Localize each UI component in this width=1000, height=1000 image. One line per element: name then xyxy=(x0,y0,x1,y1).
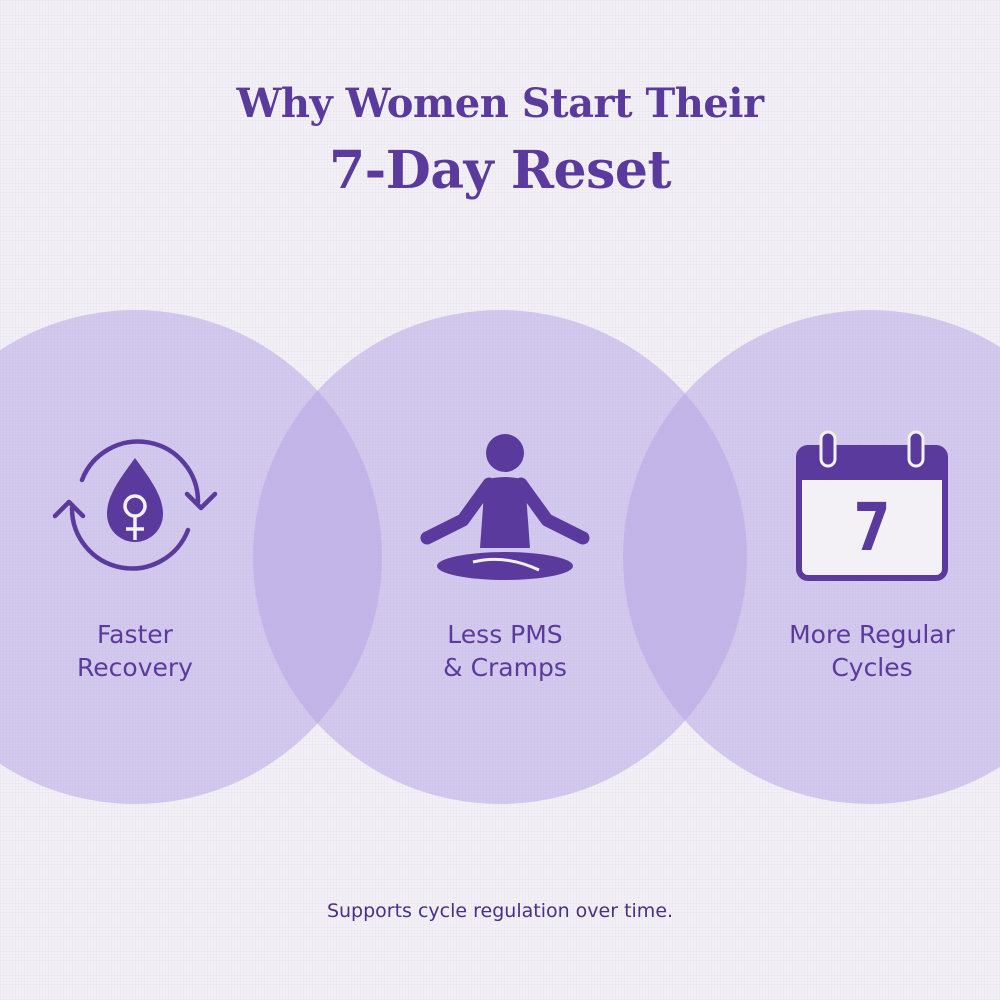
benefit-label-faster-recovery: Faster Recovery xyxy=(5,618,265,684)
cycle-drop-female-icon xyxy=(52,439,218,571)
benefit-label-regular-cycles: More Regular Cycles xyxy=(742,618,1000,684)
footer-note: Supports cycle regulation over time. xyxy=(326,900,674,922)
benefit-label-line: Cycles xyxy=(831,653,913,682)
benefit-label-less-pms: Less PMS & Cramps xyxy=(375,618,635,684)
page-title-line-1: Why Women Start Their xyxy=(236,80,764,127)
benefit-label-line: Recovery xyxy=(77,653,193,682)
benefit-label-line: & Cramps xyxy=(443,653,567,682)
benefit-label-line: Less PMS xyxy=(447,620,563,649)
benefit-label-line: Faster xyxy=(97,620,173,649)
meditation-person-icon xyxy=(420,434,590,580)
calendar-icon: 7 xyxy=(792,430,952,585)
page-title-line-2: 7-Day Reset xyxy=(328,140,672,201)
benefit-label-line: More Regular xyxy=(789,620,955,649)
calendar-day-number: 7 xyxy=(853,489,891,566)
